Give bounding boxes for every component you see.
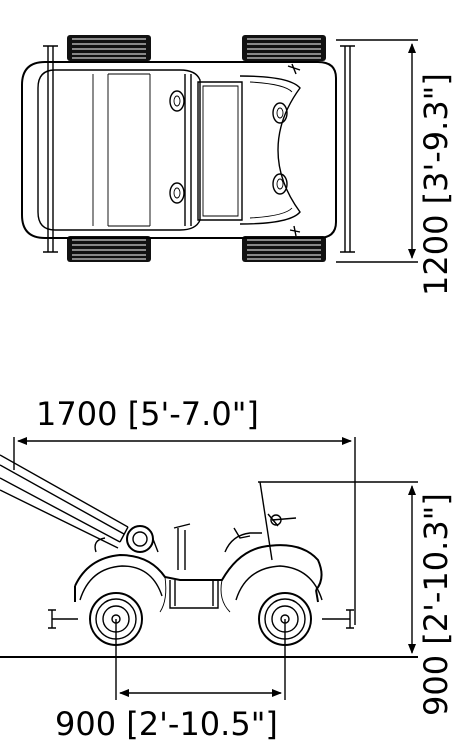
plan-width-dimension bbox=[336, 39, 418, 263]
height-dimension bbox=[258, 481, 418, 654]
plan-tire-rear-bottom bbox=[242, 236, 326, 262]
plan-handle-4 bbox=[272, 173, 288, 195]
plan-width-label: 1200 [3'-9.3"] bbox=[417, 73, 452, 296]
plan-handle-2 bbox=[169, 182, 185, 204]
side-body bbox=[74, 544, 323, 603]
plan-engine-cover bbox=[239, 75, 301, 225]
plan-body-outline bbox=[21, 61, 337, 239]
crane-arm bbox=[0, 454, 159, 553]
wheelbase-dimension bbox=[115, 619, 286, 700]
length-dimension bbox=[13, 437, 356, 625]
wheelbase-label: 900 [2'-10.5"] bbox=[55, 705, 278, 743]
height-label: 900 [2'-10.3"] bbox=[417, 493, 452, 716]
plan-handle-3 bbox=[272, 102, 288, 124]
plan-view: 1200 [3'-9.3"] bbox=[21, 35, 452, 296]
plan-tire-front-bottom bbox=[67, 236, 151, 262]
side-view: 1700 [5'-7.0"] 900 [2'-10.3"] bbox=[0, 395, 452, 743]
plan-handle-1 bbox=[169, 90, 185, 112]
plan-tire-rear-top bbox=[242, 35, 326, 61]
plan-tire-front-top bbox=[67, 35, 151, 61]
length-label: 1700 [5'-7.0"] bbox=[36, 395, 259, 433]
